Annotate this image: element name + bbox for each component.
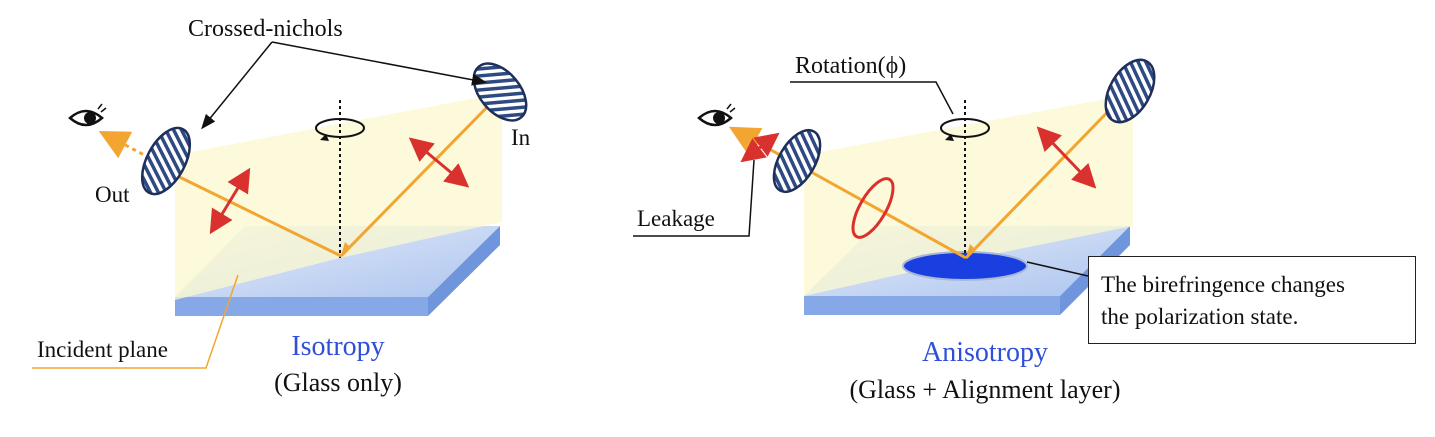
- callout-line-1: The birefringence changes: [1101, 272, 1345, 297]
- birefringence-callout: The birefringence changes the polarizati…: [1088, 256, 1416, 344]
- polarizer-icon: [772, 128, 822, 194]
- rotation-arrow-icon: [315, 118, 365, 141]
- leakage-label: Leakage: [637, 206, 715, 231]
- reflected-beam-left: [164, 168, 342, 258]
- polarizer-icon: [140, 126, 192, 196]
- eye-icon: [68, 103, 107, 127]
- leakage-polarization-arrow: [740, 132, 780, 163]
- isotropy-title: Isotropy: [291, 331, 384, 362]
- polarization-arrow-in-right: [1036, 126, 1097, 189]
- polarization-arrow-in-left: [408, 137, 470, 188]
- incident-plane-label: Incident plane: [37, 337, 168, 362]
- rotation-label: Rotation(ϕ): [795, 53, 906, 79]
- isotropy-subtitle: (Glass only): [274, 368, 402, 397]
- anisotropy-subtitle: (Glass + Alignment layer): [850, 375, 1121, 404]
- leak-beam-right: [728, 126, 781, 157]
- callout-line-2: the polarization state.: [1101, 304, 1299, 329]
- left-panel: Crossed-nichols Out In Incident plane Is…: [32, 16, 531, 397]
- leak-beam-left: [98, 131, 151, 160]
- crossed-nichols-leader-right: [271, 41, 487, 86]
- callout-leader: [1026, 261, 1089, 277]
- rotation-arrow-icon: [940, 118, 990, 141]
- crossed-nichols-leader-left: [201, 41, 273, 130]
- crossed-nichols-label: Crossed-nichols: [188, 16, 343, 42]
- polarization-ellipse: [851, 177, 895, 239]
- incident-plane-leader: [32, 274, 239, 369]
- leakage-leader: [633, 159, 755, 237]
- right-panel: Rotation(ϕ) Leakage Anisotropy (Glass + …: [633, 53, 1156, 404]
- polarization-arrow-out-left: [209, 167, 251, 235]
- anisotropy-title: Anisotropy: [922, 337, 1048, 368]
- out-label: Out: [95, 182, 130, 207]
- reflected-beam-right: [794, 161, 967, 260]
- in-label: In: [511, 125, 531, 150]
- glass-front-right: [804, 296, 1060, 315]
- rotation-leader: [790, 81, 954, 115]
- eye-icon: [697, 103, 736, 127]
- glass-front-left: [175, 297, 428, 316]
- polarizer-icon: [1104, 58, 1156, 124]
- glass-side-left: [428, 226, 500, 316]
